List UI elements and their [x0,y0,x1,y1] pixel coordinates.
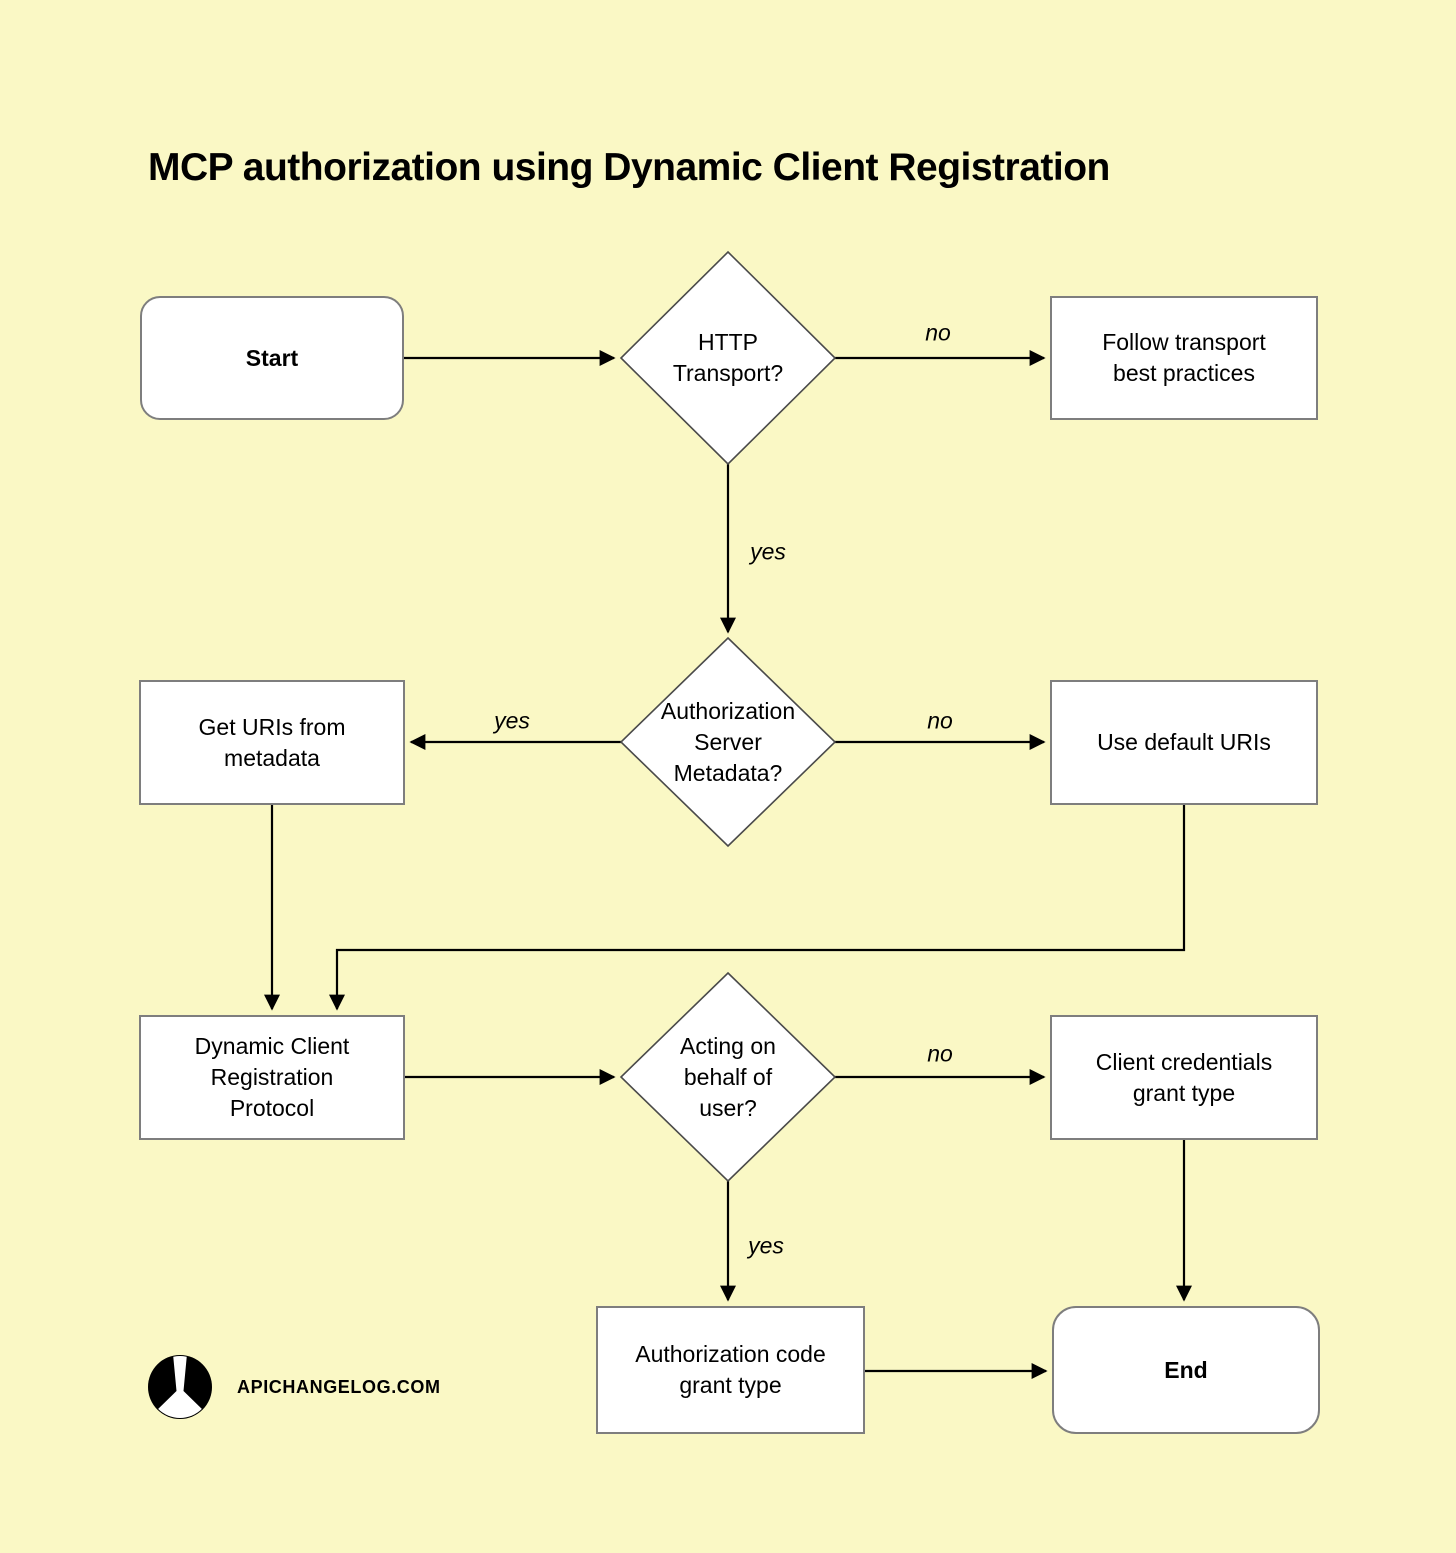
footer-brand-text: APICHANGELOG.COM [237,1376,441,1397]
apichangelog-logo-icon [148,1355,212,1419]
edge-label-http-yes: yes [750,538,786,565]
decision-acting-on-behalf-shape [619,971,837,1183]
decision-auth-server-metadata-shape [619,636,837,848]
node-follow-transport: Follow transport best practices [1050,296,1318,420]
edge-label-metadata-yes: yes [494,707,530,734]
edge-label-http-no: no [925,319,951,346]
footer-brand: APICHANGELOG.COM [147,1354,477,1420]
node-follow-transport-label: Follow transport best practices [1102,329,1266,386]
node-get-uris: Get URIs from metadata [139,680,405,805]
node-auth-code-grant-label: Authorization code grant type [635,1341,826,1398]
node-dcr-protocol-label: Dynamic Client Registration Protocol [194,1033,350,1121]
node-client-credentials: Client credentials grant type [1050,1015,1318,1140]
node-use-default-uris-label: Use default URIs [1097,729,1271,755]
node-auth-code-grant: Authorization code grant type [596,1306,865,1434]
diagram-title: MCP authorization using Dynamic Client R… [148,146,1110,189]
node-dcr-protocol: Dynamic Client Registration Protocol [139,1015,405,1140]
node-use-default-uris: Use default URIs [1050,680,1318,805]
node-get-uris-label: Get URIs from metadata [198,713,346,771]
decision-http-transport-shape [619,250,837,466]
node-start: Start [140,296,404,420]
edge-label-metadata-no: no [927,707,953,734]
edge-use-default-to-dcr [329,805,1186,1011]
edge-label-acting-yes: yes [748,1232,784,1259]
node-client-credentials-label: Client credentials grant type [1095,1048,1273,1106]
node-end-label: End [1164,1356,1208,1383]
node-start-label: Start [245,344,299,371]
edge-label-acting-no: no [927,1040,953,1067]
node-end: End [1052,1306,1320,1434]
